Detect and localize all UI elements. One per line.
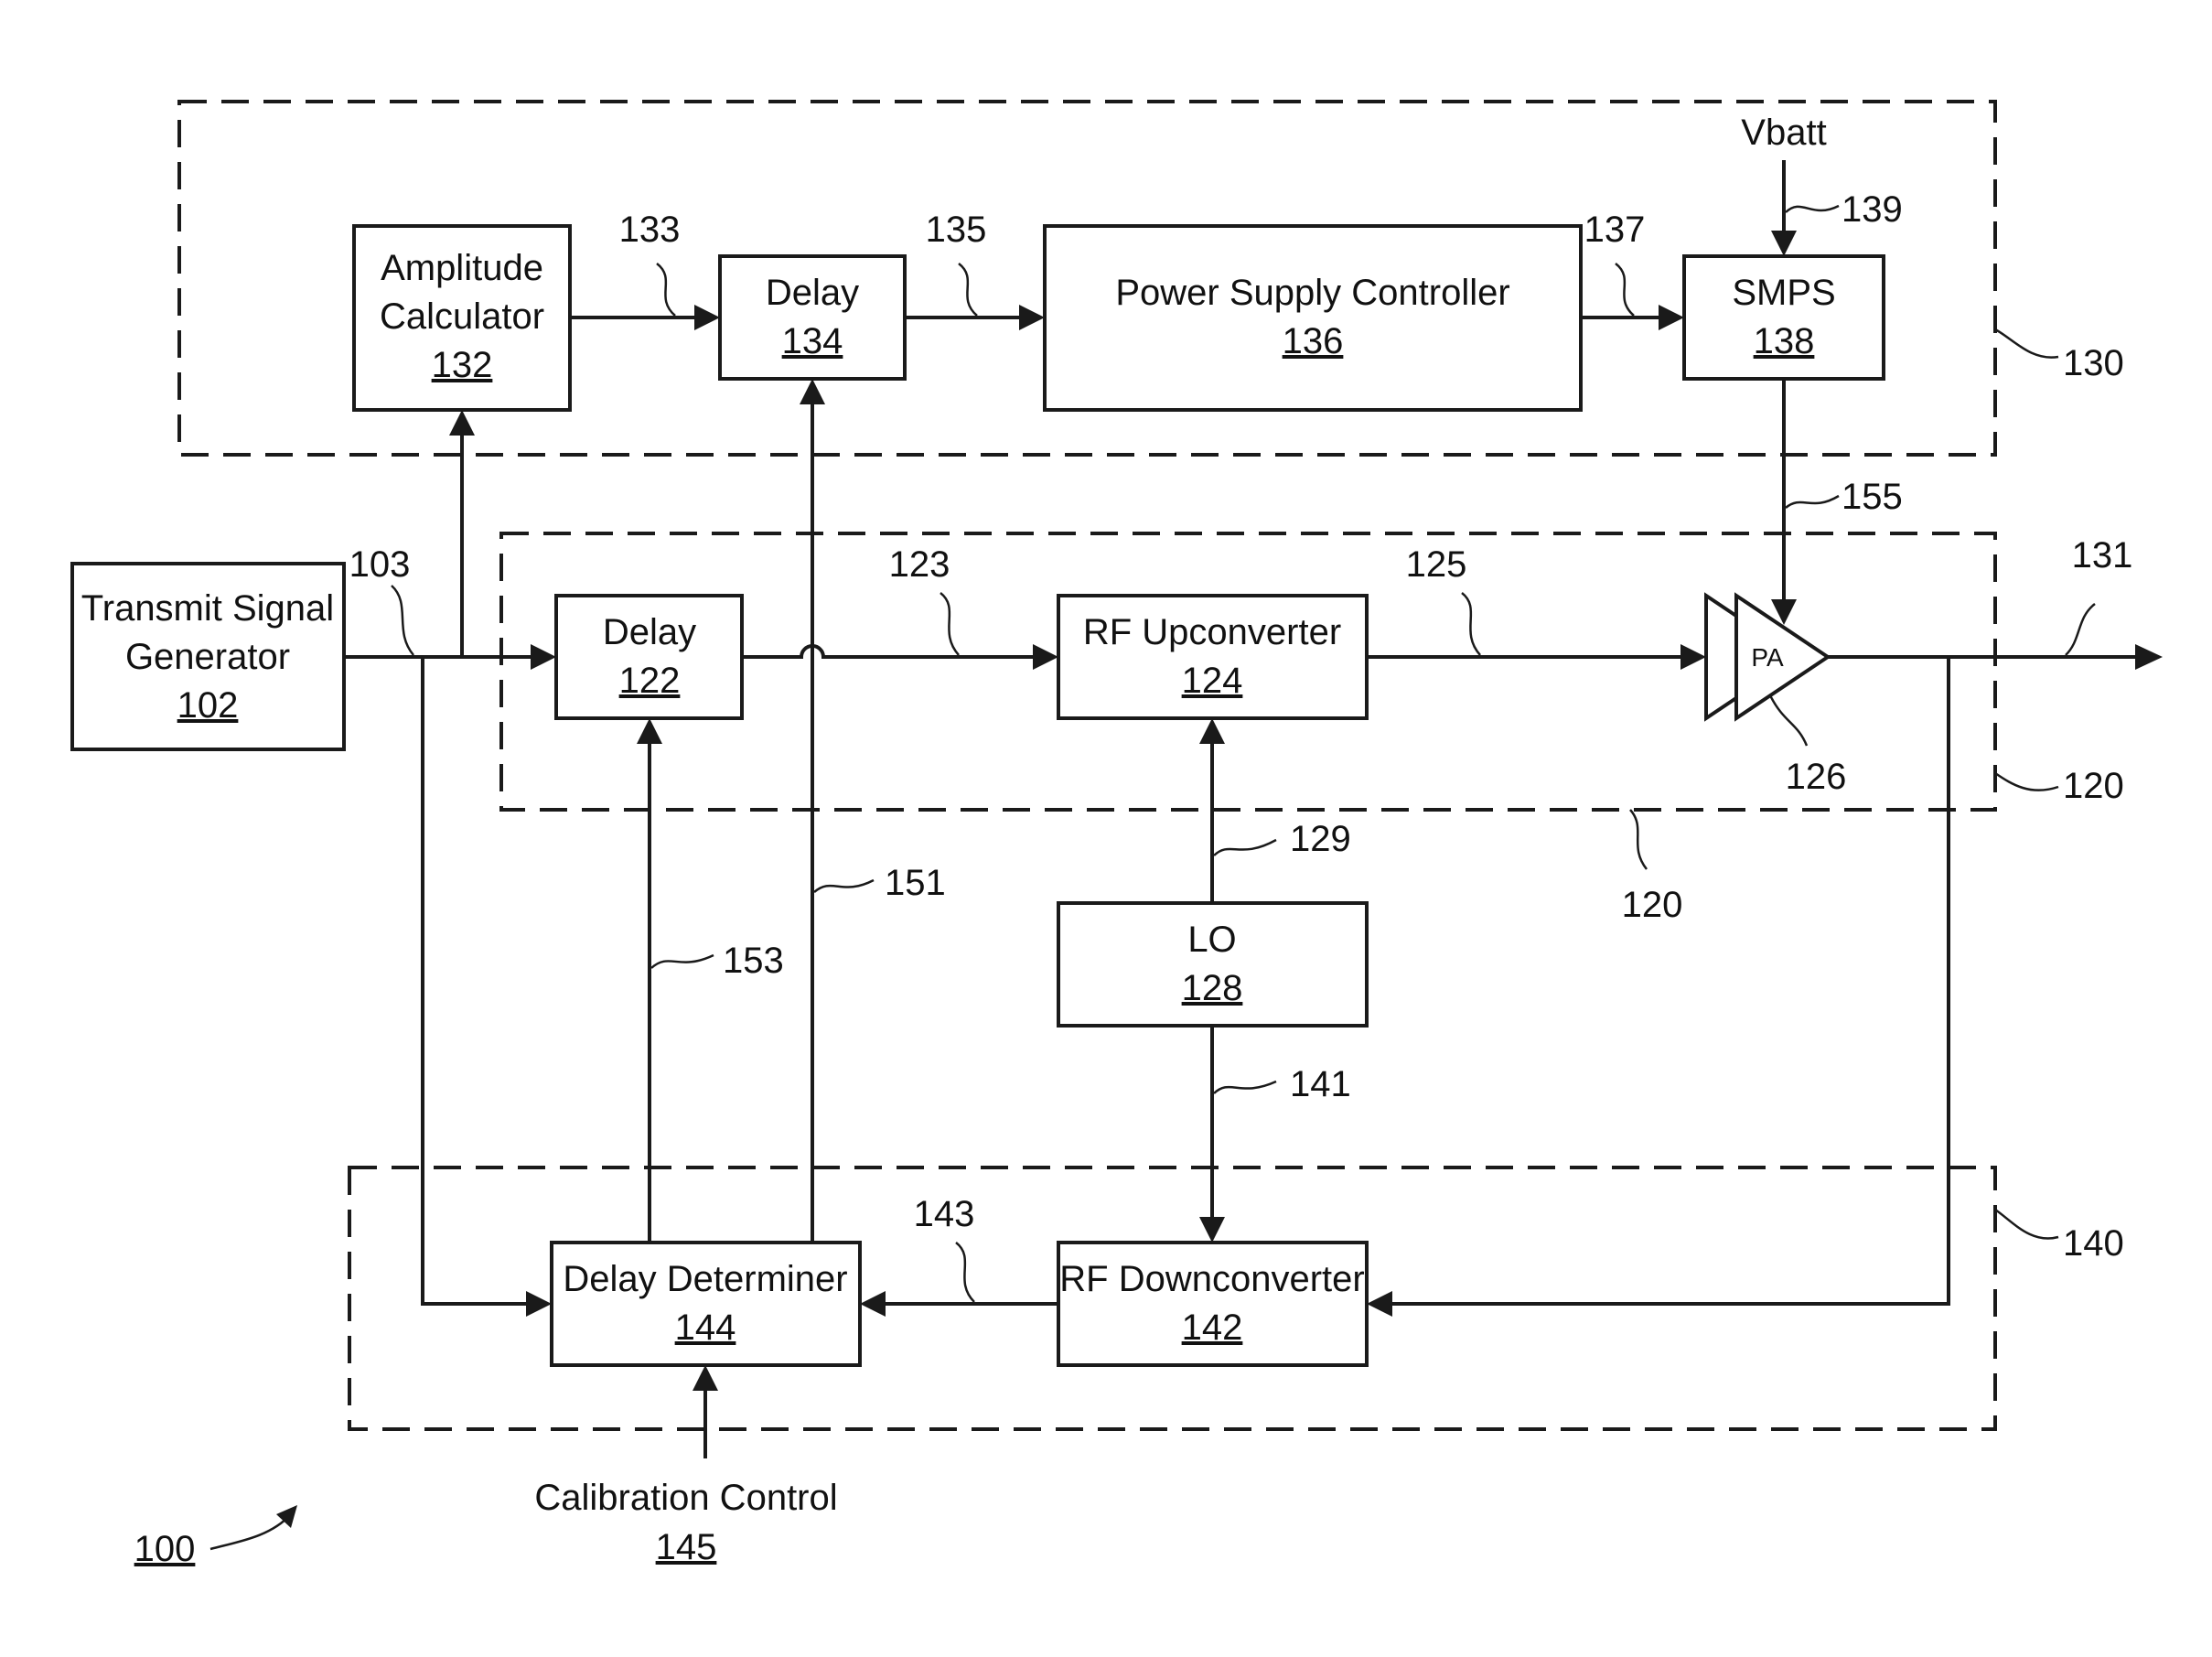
wire-103-to-delay-determiner bbox=[423, 657, 534, 1304]
leader-141 bbox=[1214, 1081, 1276, 1093]
arrow-into-smps bbox=[1659, 305, 1684, 330]
leader-155 bbox=[1786, 496, 1839, 508]
leader-153 bbox=[651, 955, 714, 968]
leader-129 bbox=[1214, 840, 1276, 855]
arrow-into-delay-determiner-left bbox=[526, 1291, 552, 1317]
arrow-into-power-supply-controller bbox=[1019, 305, 1045, 330]
power-supply-controller-block: Power Supply Controller 136 bbox=[1045, 226, 1581, 410]
calibration-control-label: Calibration Control bbox=[534, 1478, 837, 1518]
rf-upconverter-ref: 124 bbox=[1182, 661, 1243, 701]
label-group-140: 140 bbox=[2063, 1223, 2124, 1264]
lo-label: LO bbox=[1187, 920, 1236, 960]
label-vbatt: Vbatt bbox=[1741, 113, 1826, 153]
rf-downconverter-label: RF Downconverter bbox=[1059, 1259, 1364, 1299]
label-126: 126 bbox=[1786, 757, 1847, 797]
arrow-into-delay-122-bottom bbox=[637, 718, 662, 744]
arrow-into-delay-134 bbox=[694, 305, 720, 330]
delay-122-ref: 122 bbox=[619, 661, 681, 701]
leader-100 bbox=[210, 1514, 291, 1549]
leader-103 bbox=[392, 586, 413, 655]
leader-135 bbox=[959, 264, 977, 316]
label-129: 129 bbox=[1290, 819, 1351, 859]
smps-block: SMPS 138 bbox=[1684, 256, 1884, 379]
label-group-120-right: 120 bbox=[2063, 766, 2124, 806]
arrow-lo-into-upconverter bbox=[1199, 718, 1225, 744]
leader-140 bbox=[1995, 1210, 2058, 1239]
label-group-130: 130 bbox=[2063, 343, 2124, 383]
pa-label: PA bbox=[1751, 643, 1784, 672]
leader-120-right bbox=[1995, 773, 2058, 791]
arrow-calibration-into-delay-determiner bbox=[693, 1365, 718, 1391]
arrow-into-delay-134-bottom bbox=[800, 379, 825, 404]
wire-123 bbox=[742, 646, 1041, 657]
leader-133 bbox=[657, 264, 675, 316]
amplitude-calculator-line2: Calculator bbox=[380, 296, 544, 337]
smps-label: SMPS bbox=[1732, 273, 1835, 313]
arrow-output-131 bbox=[2135, 644, 2163, 670]
arrow-into-delay-determiner-right bbox=[860, 1291, 886, 1317]
amplitude-calculator-ref: 132 bbox=[432, 345, 493, 385]
label-143: 143 bbox=[914, 1194, 975, 1234]
wire-feedback bbox=[1384, 657, 1949, 1304]
amplitude-calculator-line1: Amplitude bbox=[381, 248, 543, 288]
figure-number-label: 100 bbox=[134, 1529, 196, 1569]
rf-downconverter-block: RF Downconverter 142 bbox=[1058, 1243, 1367, 1365]
label-133: 133 bbox=[619, 210, 681, 250]
delay-122-block: Delay 122 bbox=[556, 596, 742, 718]
arrow-into-delay-122 bbox=[531, 644, 556, 670]
leader-151 bbox=[814, 880, 874, 892]
leader-131 bbox=[2066, 604, 2095, 655]
arrow-into-rf-upconverter bbox=[1033, 644, 1058, 670]
arrow-vbatt-into-smps bbox=[1771, 231, 1797, 256]
label-123: 123 bbox=[889, 544, 950, 585]
delay-determiner-ref: 144 bbox=[675, 1307, 736, 1348]
label-151: 151 bbox=[885, 863, 946, 903]
label-153: 153 bbox=[723, 941, 784, 981]
smps-ref: 138 bbox=[1754, 321, 1815, 361]
rf-upconverter-label: RF Upconverter bbox=[1083, 612, 1341, 652]
arrow-into-pa bbox=[1680, 644, 1706, 670]
transmit-signal-generator-line1: Transmit Signal bbox=[81, 588, 334, 629]
power-supply-controller-label: Power Supply Controller bbox=[1115, 273, 1509, 313]
label-155: 155 bbox=[1842, 477, 1903, 517]
pa-amplifier: PA bbox=[1706, 596, 1828, 718]
leader-120-bottom bbox=[1630, 810, 1647, 869]
label-137: 137 bbox=[1584, 210, 1646, 250]
lo-block: LO 128 bbox=[1058, 903, 1367, 1026]
label-103: 103 bbox=[349, 544, 411, 585]
arrow-into-rf-downconverter bbox=[1367, 1291, 1392, 1317]
delay-determiner-block: Delay Determiner 144 bbox=[552, 1243, 860, 1365]
label-141: 141 bbox=[1290, 1064, 1351, 1104]
leader-130 bbox=[1995, 329, 2058, 358]
transmit-signal-generator-block: Transmit Signal Generator 102 bbox=[72, 564, 344, 749]
leader-139 bbox=[1786, 206, 1839, 212]
leader-143 bbox=[956, 1243, 974, 1302]
leader-125 bbox=[1462, 593, 1480, 655]
power-supply-controller-ref: 136 bbox=[1283, 321, 1344, 361]
delay-134-label: Delay bbox=[766, 273, 859, 313]
delay-134-block: Delay 134 bbox=[720, 256, 905, 379]
delay-122-label: Delay bbox=[603, 612, 696, 652]
transmit-signal-generator-line2: Generator bbox=[125, 637, 290, 677]
rf-downconverter-ref: 142 bbox=[1182, 1307, 1243, 1348]
label-139: 139 bbox=[1842, 189, 1903, 230]
arrow-into-amplitude-calculator bbox=[449, 410, 475, 436]
arrow-lo-into-downconverter bbox=[1199, 1217, 1225, 1243]
label-135: 135 bbox=[926, 210, 987, 250]
rf-upconverter-block: RF Upconverter 124 bbox=[1058, 596, 1367, 718]
delay-determiner-label: Delay Determiner bbox=[563, 1259, 847, 1299]
transmit-signal-generator-ref: 102 bbox=[177, 685, 239, 726]
leader-126 bbox=[1770, 695, 1807, 746]
label-group-120-bottom: 120 bbox=[1622, 885, 1683, 925]
delay-134-ref: 134 bbox=[782, 321, 843, 361]
label-125: 125 bbox=[1406, 544, 1467, 585]
calibration-control-ref: 145 bbox=[656, 1527, 717, 1567]
label-131: 131 bbox=[2072, 535, 2133, 576]
amplitude-calculator-block: Amplitude Calculator 132 bbox=[354, 226, 570, 410]
lo-ref: 128 bbox=[1182, 968, 1243, 1008]
leader-137 bbox=[1616, 264, 1634, 316]
leader-123 bbox=[940, 593, 959, 655]
